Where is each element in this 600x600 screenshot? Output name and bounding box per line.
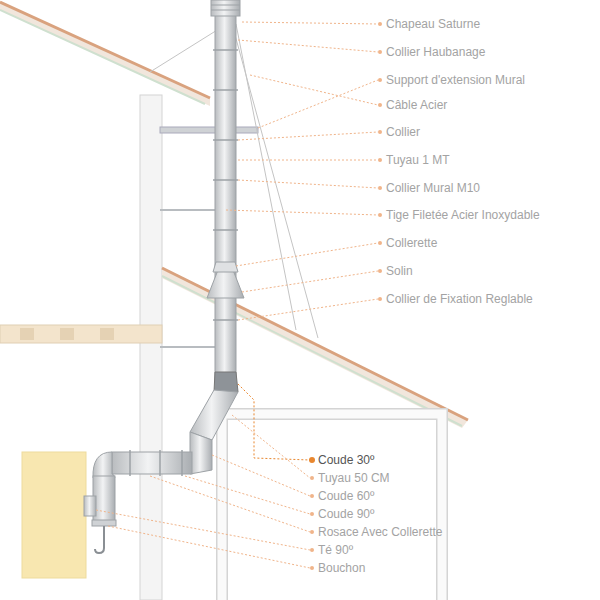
part-label: Tuyau 1 MT <box>386 153 450 167</box>
part-label: Câble Acier <box>386 98 447 112</box>
part-label: Collier Haubanage <box>386 45 485 59</box>
part-label: Coude 60º <box>318 489 374 503</box>
part-label: Coude 30º <box>318 453 374 467</box>
part-label: Solin <box>386 264 413 278</box>
part-label: Chapeau Saturne <box>386 17 480 31</box>
part-label: Coude 90º <box>318 507 374 521</box>
part-label: Té 90º <box>318 543 353 557</box>
part-label: Collier <box>386 125 420 139</box>
part-label: Support d'extension Mural <box>386 73 525 87</box>
part-label: Collier de Fixation Reglable <box>386 292 533 306</box>
part-label: Collier Mural M10 <box>386 181 480 195</box>
part-label: Tige Filetée Acier Inoxydable <box>386 208 540 222</box>
part-label: Tuyau 50 CM <box>318 471 390 485</box>
part-label: Rosace Avec Collerette <box>318 525 443 539</box>
part-label: Collerette <box>386 236 437 250</box>
part-label: Bouchon <box>318 561 365 575</box>
